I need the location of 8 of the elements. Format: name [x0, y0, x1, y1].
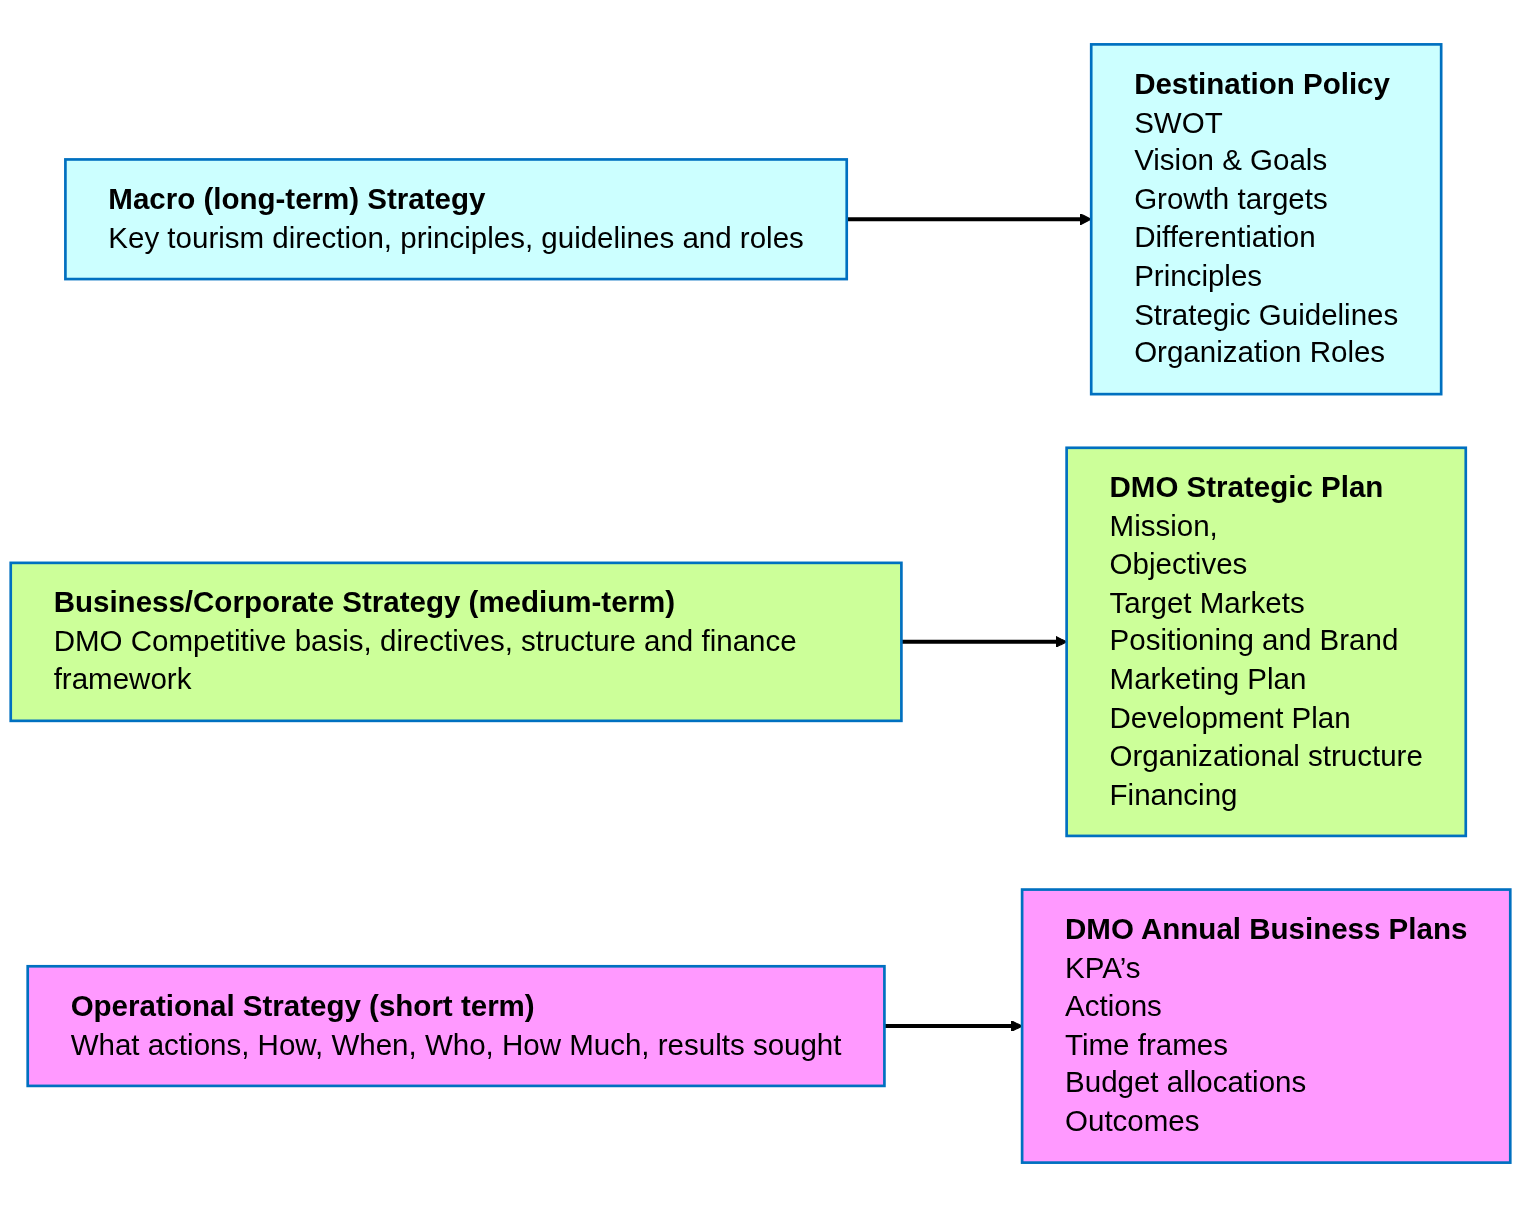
arrow	[884, 1020, 1023, 1032]
arrow	[846, 213, 1092, 226]
node-box: Business/Corporate Strategy (medium-term) DMO Competitive basis, directives, structure and finance framework	[9, 561, 903, 723]
node-box: Macro (long-term) Strategy Key tourism direction, principles, guidelines and roles	[64, 158, 849, 281]
node-box: Operational Strategy (short term) What actions, How, When, Who, How Much, results sought	[26, 964, 886, 1088]
node-box: Destination Policy SWOT Vision & Goals Growth targets Differentiation Principles Strategic Guidelines Organization Roles	[1089, 43, 1443, 396]
node-box: DMO Annual Business Plans KPA’s Actions Time frames Budget allocations Outcomes	[1020, 888, 1512, 1164]
node-box: DMO Strategic Plan Mission, Objectives Target Markets Positioning and Brand Marketing Plan Development Plan Organizational structure Financing	[1065, 446, 1468, 838]
